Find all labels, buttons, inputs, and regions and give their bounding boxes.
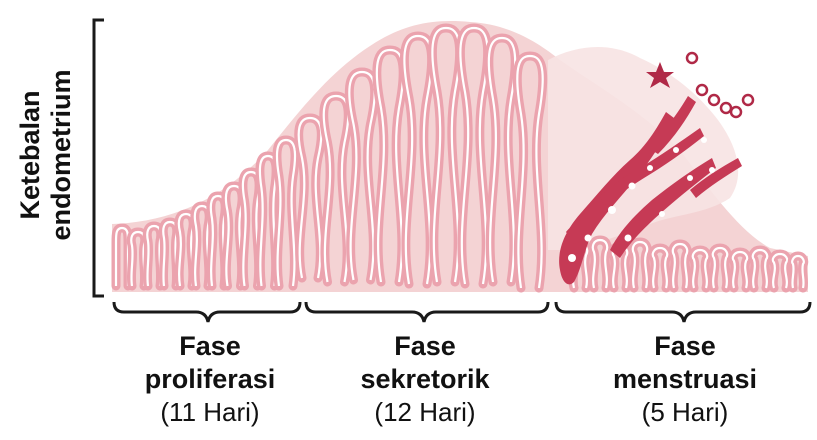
blood-cell bbox=[659, 211, 665, 217]
blood-cell bbox=[629, 183, 636, 190]
phase-menstruasi-name-line1: Fase bbox=[585, 330, 785, 363]
y-axis-label-line2: endometrium bbox=[46, 69, 77, 240]
phase-proliferasi-duration: (11 Hari) bbox=[110, 396, 310, 429]
phase-menstruasi: Fase menstruasi (5 Hari) bbox=[585, 330, 785, 429]
phase-menstruasi-duration: (5 Hari) bbox=[585, 396, 785, 429]
phase-sekretorik-name-line1: Fase bbox=[325, 330, 525, 363]
phase-proliferasi: Fase proliferasi (11 Hari) bbox=[110, 330, 310, 429]
shed-cell bbox=[697, 85, 707, 95]
brace-proliferasi bbox=[114, 302, 300, 322]
shed-cell bbox=[731, 107, 741, 117]
blood-cell bbox=[687, 175, 693, 181]
shed-cell bbox=[743, 95, 753, 105]
phase-sekretorik: Fase sekretorik (12 Hari) bbox=[325, 330, 525, 429]
phase-proliferasi-name-line1: Fase bbox=[110, 330, 310, 363]
shed-cell bbox=[709, 95, 719, 105]
blood-cell bbox=[647, 165, 653, 171]
brace-menstruasi bbox=[556, 302, 810, 322]
blood-cell bbox=[568, 254, 576, 262]
shed-cell bbox=[687, 53, 697, 63]
phase-proliferasi-name-line2: proliferasi bbox=[110, 363, 310, 396]
blood-cell bbox=[608, 206, 616, 214]
phase-menstruasi-name-line2: menstruasi bbox=[585, 363, 785, 396]
y-axis-bracket bbox=[94, 20, 104, 296]
blood-cell bbox=[585, 235, 592, 242]
shed-cell bbox=[721, 103, 731, 113]
y-axis-label: Ketebalan endometrium bbox=[4, 10, 88, 300]
phase-sekretorik-name-line2: sekretorik bbox=[325, 363, 525, 396]
blood-cell bbox=[709, 167, 715, 173]
blood-cell bbox=[625, 235, 632, 242]
y-axis-label-line1: Ketebalan bbox=[15, 69, 46, 240]
blood-cell bbox=[673, 147, 679, 153]
blood-cell bbox=[701, 137, 707, 143]
phase-sekretorik-duration: (12 Hari) bbox=[325, 396, 525, 429]
brace-sekretorik bbox=[306, 302, 548, 322]
